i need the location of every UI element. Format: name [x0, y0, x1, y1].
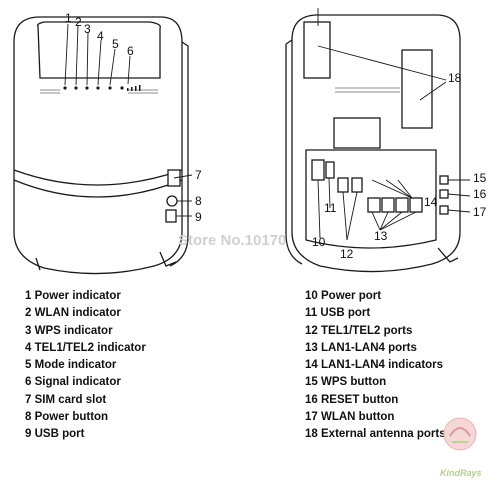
legend-item-4: 4 TEL1/TEL2 indicator: [25, 340, 146, 357]
legend-number: 18: [305, 428, 318, 441]
callout-8: 8: [195, 194, 202, 208]
legend-label: USB port: [320, 307, 371, 320]
brand-logo-icon: [443, 417, 477, 451]
callout-17: 17: [473, 205, 487, 219]
legend-number: 11: [305, 307, 318, 320]
router-illustration: 1 2 3 4 5 6 7 8 9: [13, 8, 487, 275]
callout-9: 9: [195, 210, 202, 224]
callout-6: 6: [127, 44, 134, 58]
callout-14: 14: [424, 195, 438, 209]
legend-item-16: 16 RESET button: [305, 392, 446, 409]
legend-item-2: 2 WLAN indicator: [25, 305, 146, 322]
legend-label: Signal indicator: [34, 376, 121, 389]
callout-15: 15: [473, 171, 487, 185]
legend-item-12: 12 TEL1/TEL2 ports: [305, 323, 446, 340]
callout-10: 10: [312, 235, 326, 249]
legend-item-5: 5 Mode indicator: [25, 357, 146, 374]
callout-12: 12: [340, 247, 354, 261]
callout-13: 13: [374, 229, 388, 243]
legend-label: WLAN button: [321, 411, 395, 424]
legend-item-17: 17 WLAN button: [305, 409, 446, 426]
brand-watermark: KindRays: [440, 468, 482, 478]
legend-label: Power port: [321, 290, 382, 302]
legend-item-7: 7 SIM card slot: [25, 392, 146, 409]
legend-label: Power indicator: [34, 290, 121, 302]
front-indicators: [63, 85, 141, 91]
legend-label: TEL1/TEL2 ports: [321, 324, 413, 337]
callout-11: 11: [324, 201, 337, 215]
rear-callout-labels: 10 11 12 13 14 15 16 17 18: [312, 71, 487, 261]
legend-label: WPS button: [321, 376, 387, 389]
legend-number: 8: [25, 411, 32, 424]
legend-item-10: 10 Power port: [305, 288, 446, 305]
front-view: [13, 16, 189, 275]
callout-5: 5: [112, 37, 119, 51]
legend-label: SIM card slot: [34, 393, 107, 406]
legend-item-3: 3 WPS indicator: [25, 323, 146, 340]
legend-label: Power button: [34, 411, 109, 424]
legend-number: 7: [25, 393, 32, 406]
callout-16: 16: [473, 187, 487, 201]
legend-number: 5: [25, 359, 32, 372]
legend-label: Mode indicator: [34, 359, 117, 372]
legend-item-14: 14 LAN1-LAN4 indicators: [305, 357, 446, 374]
store-watermark: Store No.10170: [178, 232, 287, 249]
callout-7: 7: [195, 168, 202, 182]
legend-label: WLAN indicator: [34, 307, 121, 320]
front-callout-labels: 1 2 3 4 5 6 7 8 9: [65, 11, 202, 224]
rear-view: [285, 14, 461, 273]
legend-number: 10: [305, 290, 318, 302]
legend-label: External antenna ports: [321, 428, 446, 441]
legend-number: 2: [25, 307, 32, 320]
legend-label: USB port: [34, 428, 85, 441]
callout-3: 3: [84, 22, 91, 36]
legend-item-18: 18 External antenna ports: [305, 426, 446, 443]
legend-label: RESET button: [321, 393, 399, 406]
legend-number: 13: [305, 341, 318, 354]
legend-item-11: 11 USB port: [305, 305, 446, 322]
legend-number: 17: [305, 411, 318, 424]
callout-18: 18: [448, 71, 462, 85]
legend-number: 3: [25, 324, 32, 337]
legend-item-13: 13 LAN1-LAN4 ports: [305, 340, 446, 357]
callout-4: 4: [97, 29, 104, 43]
callout-2: 2: [75, 15, 82, 29]
legend-item-6: 6 Signal indicator: [25, 374, 146, 391]
legend-number: 14: [305, 359, 318, 372]
legend-label: LAN1-LAN4 indicators: [321, 359, 444, 372]
legend-item-15: 15 WPS button: [305, 374, 446, 391]
legend-item-9: 9 USB port: [25, 426, 146, 443]
legend-number: 9: [25, 428, 32, 441]
legend-item-8: 8 Power button: [25, 409, 146, 426]
callout-1: 1: [65, 11, 72, 25]
legend-number: 6: [25, 376, 32, 389]
legend-item-1: 1 Power indicator: [25, 288, 146, 305]
legend-number: 1: [25, 290, 32, 302]
legend-label: WPS indicator: [34, 324, 113, 337]
legend-label: TEL1/TEL2 indicator: [34, 341, 146, 354]
rear-leaders: [317, 8, 471, 241]
legend-number: 4: [25, 341, 32, 354]
legend-number: 12: [305, 324, 318, 337]
legend-label: LAN1-LAN4 ports: [321, 341, 417, 354]
legend-number: 15: [305, 376, 318, 389]
legend-number: 16: [305, 393, 318, 406]
front-leaders: [64, 23, 193, 217]
